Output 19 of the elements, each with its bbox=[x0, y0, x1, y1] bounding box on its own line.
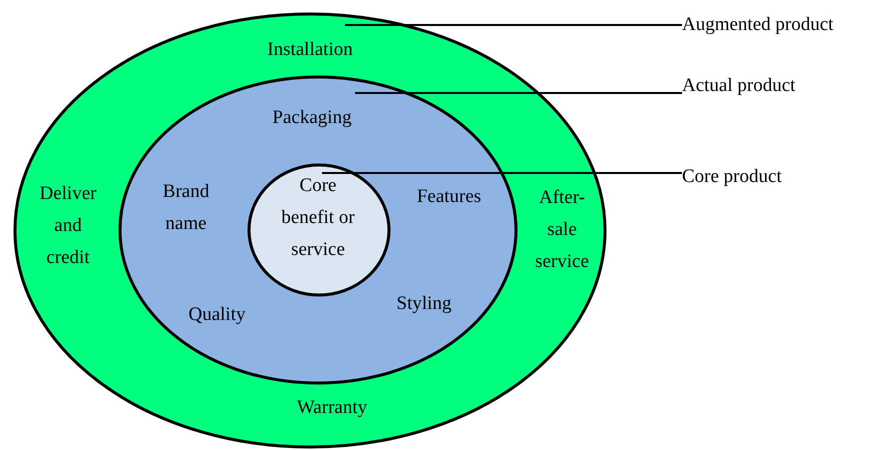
layer-label: Styling bbox=[396, 292, 452, 316]
callout-label: Augmented product bbox=[682, 12, 834, 38]
callout-label: Actual product bbox=[682, 73, 796, 99]
leader-line bbox=[355, 92, 682, 94]
ellipse-layer bbox=[118, 75, 518, 385]
layer-label: Warranty bbox=[296, 396, 368, 420]
layer-label: Core benefit or service bbox=[280, 174, 356, 262]
leader-line bbox=[322, 172, 682, 174]
callout-label: Core product bbox=[682, 164, 782, 190]
leader-line bbox=[345, 24, 682, 26]
layer-label: Features bbox=[416, 185, 482, 209]
ellipse-layer bbox=[13, 12, 607, 449]
layer-label: Packaging bbox=[271, 106, 353, 130]
ellipse-layer bbox=[247, 163, 391, 297]
layer-label: Quality bbox=[188, 303, 246, 327]
layer-label: Installation bbox=[266, 38, 354, 62]
layer-label: Brand name bbox=[162, 180, 210, 236]
layer-label: Deliver and credit bbox=[38, 182, 98, 270]
layer-label: After-sale service bbox=[534, 186, 590, 274]
